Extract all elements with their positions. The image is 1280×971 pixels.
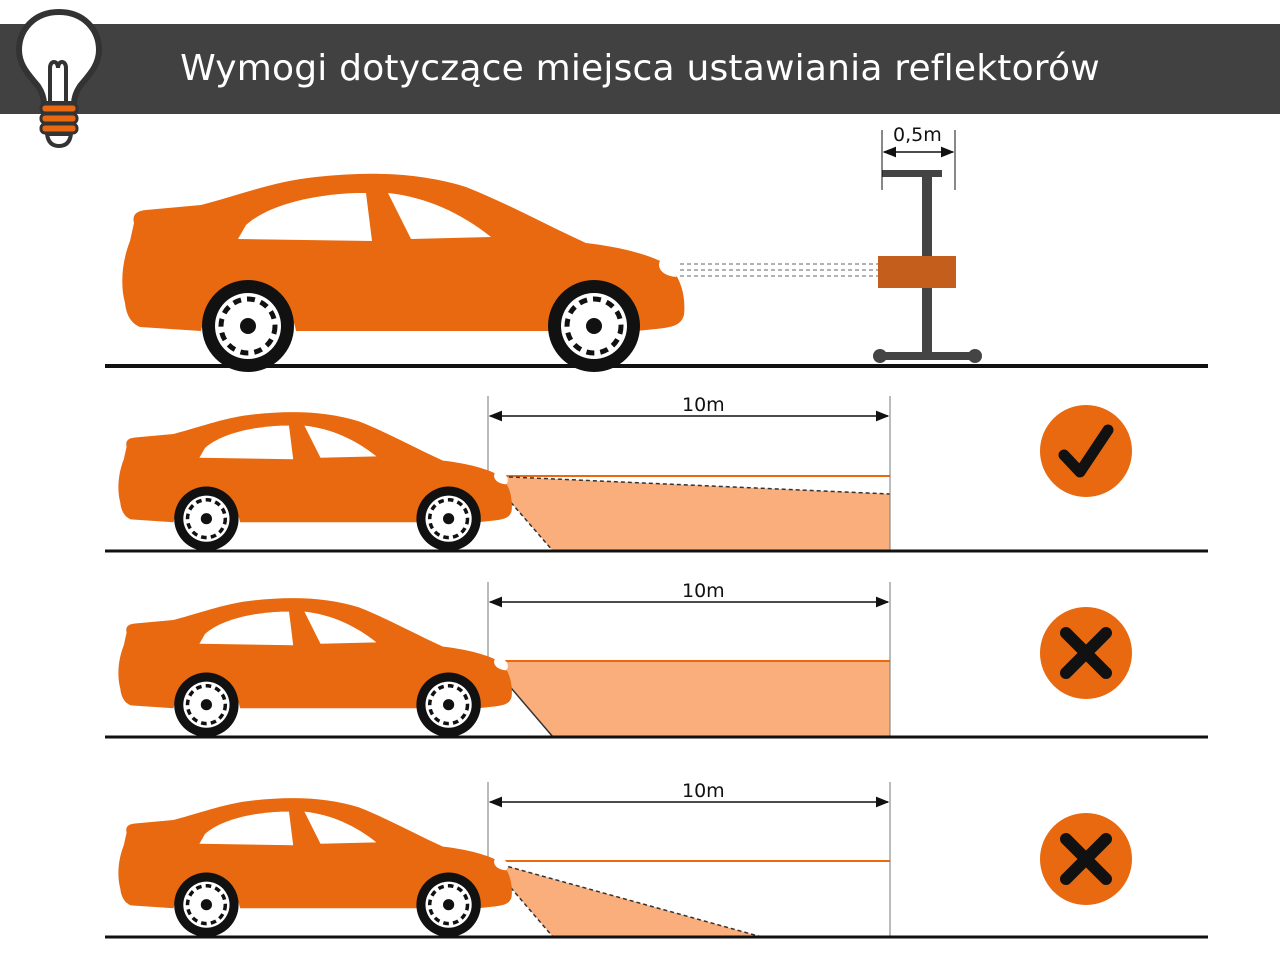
car-small [116, 596, 514, 739]
distance-label-row-2: 10m [682, 580, 725, 602]
header-bar [0, 24, 1280, 114]
light-rays [680, 263, 878, 277]
width-dimension [881, 130, 956, 190]
row-incorrect-1 [105, 582, 1208, 739]
cross-icon [1040, 607, 1132, 699]
row-correct [105, 396, 1208, 553]
check-icon [1040, 405, 1132, 497]
row-incorrect-2 [105, 782, 1208, 939]
cross-icon [1040, 813, 1132, 905]
distance-label-row-3: 10m [682, 780, 725, 802]
page-title: Wymogi dotyczące miejsca ustawiania refl… [180, 48, 1100, 89]
car-large [122, 174, 684, 372]
aiming-device [873, 170, 982, 363]
car-small [116, 410, 514, 553]
car-small [116, 796, 514, 939]
beam-area [488, 476, 890, 551]
distance-label-row-1: 10m [682, 394, 725, 416]
lightbulb-icon [15, 8, 103, 149]
setup-row [105, 130, 1208, 372]
device-width-label: 0,5m [893, 124, 942, 146]
beam-area [488, 661, 890, 737]
